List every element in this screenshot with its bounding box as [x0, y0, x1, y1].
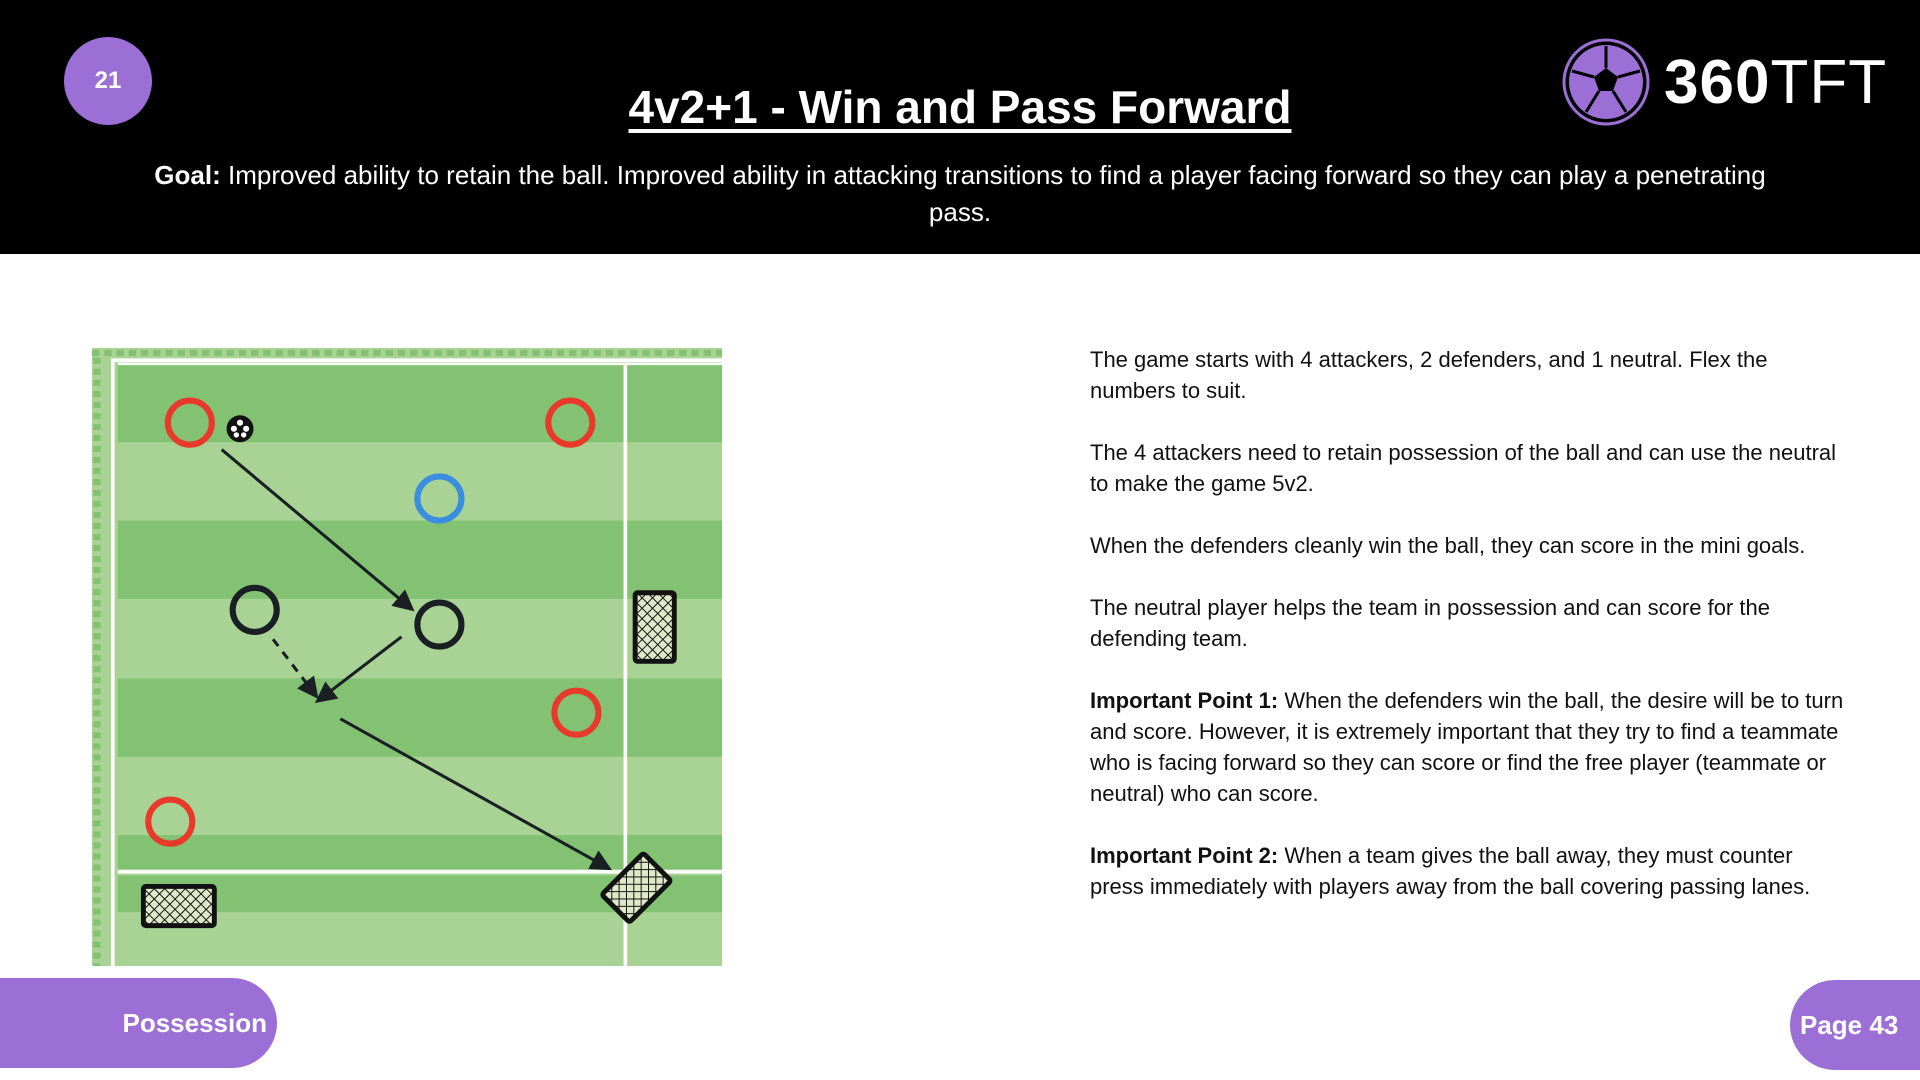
- mini-goal-icon-diagonal: [600, 851, 673, 924]
- goal-body: Improved ability to retain the ball. Imp…: [220, 160, 1766, 227]
- description-paragraph: The neutral player helps the team in pos…: [1090, 592, 1850, 654]
- page-number: Page 43: [1790, 980, 1920, 1070]
- description-paragraph: The 4 attackers need to retain possessio…: [1090, 437, 1850, 499]
- logo-text-bold: 360: [1664, 47, 1771, 117]
- paragraph-text: When the defenders cleanly win the ball,…: [1090, 533, 1806, 558]
- paragraph-text: The 4 attackers need to retain possessio…: [1090, 440, 1837, 496]
- mini-goal-icon-bottom-left: [140, 884, 217, 929]
- mini-goal-icon-right: [632, 590, 677, 664]
- paragraph-label: Important Point 2:: [1090, 843, 1279, 868]
- description-paragraph: When the defenders cleanly win the ball,…: [1090, 530, 1850, 561]
- category-tag: Possession: [0, 978, 277, 1068]
- ball-icon: [226, 415, 254, 443]
- neutral-player-icon: [414, 473, 465, 524]
- movement-arrow-dashed: [271, 638, 319, 699]
- session-number-badge: 21: [64, 37, 152, 125]
- paragraph-label: Important Point 1:: [1090, 688, 1279, 713]
- logo: 360TFT: [1562, 38, 1887, 126]
- paragraph-text: When the defenders win the ball, the des…: [1090, 688, 1844, 806]
- drill-description: The game starts with 4 attackers, 2 defe…: [1090, 344, 1850, 933]
- important-point-2: Important Point 2: When a team gives the…: [1090, 840, 1850, 902]
- description-paragraph: The game starts with 4 attackers, 2 defe…: [1090, 344, 1850, 406]
- attacker-player-icon: [545, 397, 596, 448]
- defender-player-icon: [229, 584, 280, 635]
- logo-text: 360TFT: [1664, 47, 1887, 118]
- page-title: 4v2+1 - Win and Pass Forward: [0, 80, 1920, 134]
- important-point-1: Important Point 1: When the defenders wi…: [1090, 685, 1850, 809]
- goal-label: Goal:: [154, 160, 221, 190]
- goal-text: Goal: Improved ability to retain the bal…: [120, 157, 1800, 231]
- soccer-ball-logo-icon: [1562, 38, 1650, 126]
- attacker-player-icon: [164, 397, 215, 448]
- page-title-text: 4v2+1 - Win and Pass Forward: [628, 81, 1292, 133]
- pass-arrow: [220, 448, 415, 612]
- logo-text-light: TFT: [1770, 47, 1888, 117]
- attacker-player-icon: [145, 796, 196, 847]
- attacker-player-icon: [551, 687, 602, 738]
- paragraph-text: The neutral player helps the team in pos…: [1090, 595, 1770, 651]
- pass-arrow: [339, 717, 612, 871]
- pass-arrow: [314, 635, 403, 704]
- drill-diagram: [92, 348, 722, 966]
- header: 21 4v2+1 - Win and Pass Forward Goal: Im…: [0, 0, 1920, 254]
- defender-player-icon: [414, 599, 465, 650]
- paragraph-text: When a team gives the ball away, they mu…: [1090, 843, 1811, 899]
- paragraph-text: The game starts with 4 attackers, 2 defe…: [1090, 347, 1768, 403]
